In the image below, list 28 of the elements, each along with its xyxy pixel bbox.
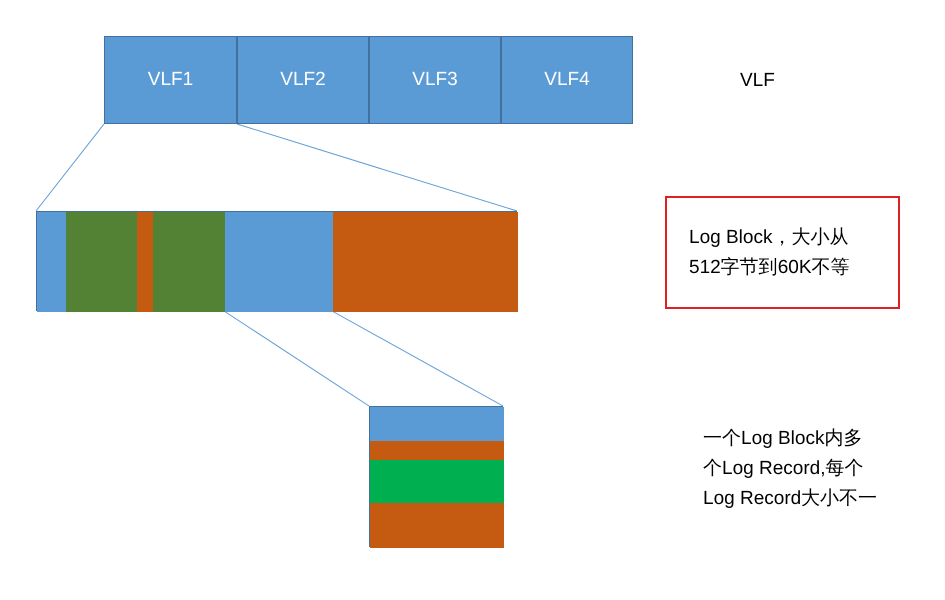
- note-text: 一个Log Block内多个Log Record,每个Log Record大小不一: [703, 427, 878, 511]
- segment-block: [153, 212, 225, 312]
- node-text: Log Block，大小从512字节到60K不等: [689, 226, 851, 280]
- node-text: VLF4: [544, 68, 590, 92]
- node-text: VLF2: [280, 68, 326, 92]
- note-box: [665, 196, 900, 309]
- zoom-line: [236, 124, 518, 212]
- log-block-bar: [36, 211, 517, 311]
- vlf-box: [369, 36, 501, 124]
- node-text: VLF3: [412, 68, 458, 92]
- segment-block: [225, 212, 333, 312]
- zoom-line: [36, 124, 104, 212]
- segment-block: [370, 503, 504, 548]
- zoom-line: [224, 310, 370, 406]
- log-block-bar: [369, 406, 503, 547]
- vlf-box: [237, 36, 369, 124]
- node-text: VLF1: [148, 68, 194, 92]
- segment-block: [137, 212, 153, 312]
- vlf-box: [104, 36, 237, 124]
- segment-block: [370, 441, 504, 460]
- segment-block: [370, 460, 504, 503]
- segment-block: [333, 212, 518, 312]
- vlf-label: VLF: [740, 69, 775, 93]
- segment-block: [66, 212, 137, 312]
- zoom-line: [332, 310, 504, 406]
- segment-block: [37, 212, 66, 312]
- vlf-box: [501, 36, 633, 124]
- segment-block: [370, 407, 504, 441]
